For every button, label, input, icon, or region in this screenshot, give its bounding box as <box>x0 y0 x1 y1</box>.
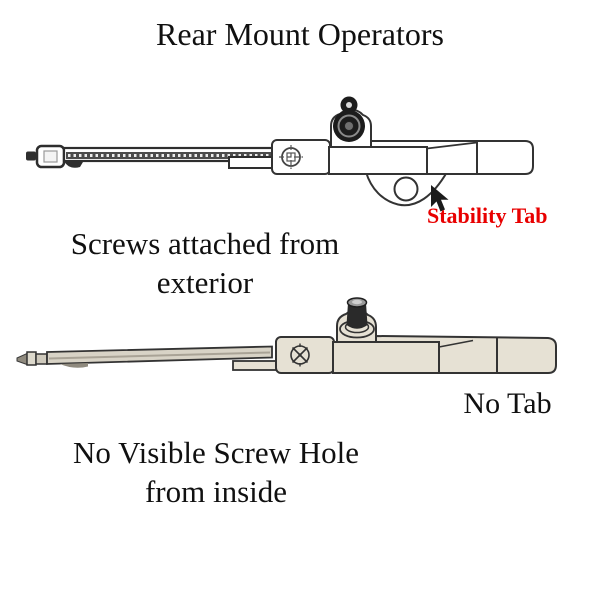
inside-caption-line1: No Visible Screw Hole <box>73 435 359 470</box>
page-title: Rear Mount Operators <box>156 16 444 52</box>
exterior-caption-line2: exterior <box>156 265 254 300</box>
operator1-housing <box>271 108 534 175</box>
no-tab-label: No Tab <box>463 387 552 420</box>
inside-caption-line2: from inside <box>144 474 288 509</box>
exterior-caption: Screws attached from exterior <box>15 224 395 302</box>
stability-tab-label: Stability Tab <box>427 203 548 228</box>
cursor-arrow-icon <box>431 185 449 212</box>
plain-arm <box>16 345 278 371</box>
operator-no-tab-drawing <box>16 297 557 374</box>
operator-with-stability-tab-drawing <box>26 96 534 212</box>
exterior-caption-line1: Screws attached from <box>70 226 340 261</box>
pivot-bolt-icon <box>333 96 365 142</box>
crossed-screw-icon <box>290 343 310 367</box>
pivot-stud-icon <box>339 297 375 339</box>
stability-tab-shape <box>364 171 449 207</box>
operator2-housing <box>275 309 557 374</box>
inside-caption: No Visible Screw Hole from inside <box>16 433 416 511</box>
worm-gear-arm <box>26 144 276 169</box>
screw-head-icon <box>279 145 303 169</box>
